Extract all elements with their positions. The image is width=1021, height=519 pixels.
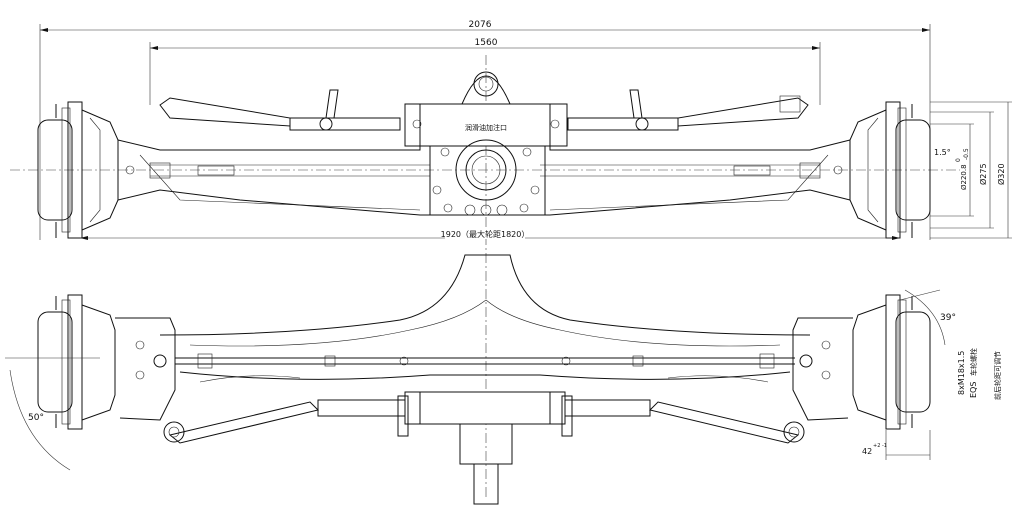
side-note-text: 前后轮距可调节	[993, 351, 1002, 400]
stud-annotations: 8xM18x1.5 EQS 车轮螺栓 前后轮距可调节 42 +2 -1	[862, 348, 1002, 460]
bolt-small-text: Ø220.8	[960, 164, 968, 190]
tie-rod	[135, 340, 831, 380]
central-arch	[159, 254, 811, 336]
steering-cylinder	[163, 391, 805, 505]
plan-view: 50° 39° 8xM18x1.5 EQS 车轮螺栓 前后轮距可调节 42 +2…	[5, 254, 1002, 505]
steer-left-text: 50°	[28, 413, 44, 423]
right-hub-plan	[792, 294, 931, 430]
right-hub	[833, 101, 931, 239]
dim-flange: 1560	[149, 38, 821, 105]
stud-spec-text: 8xM18x1.5	[957, 351, 966, 395]
hub-diameter-text: Ø320	[996, 163, 1006, 185]
dim-flange-text: 1560	[475, 38, 498, 48]
center-housing: 润滑油加注口	[404, 71, 568, 216]
steer-angles: 50° 39°	[5, 289, 956, 471]
dim-overall-text: 2076	[469, 20, 492, 30]
steer-right-text: 39°	[940, 313, 956, 323]
steering-links	[159, 89, 809, 131]
projection-tol-text: +2 -1	[873, 443, 887, 449]
hub-diameters: Ø320 Ø275 Ø220.8 0 -0.5 1.5°	[930, 101, 1012, 239]
bolt-tol-lower: -0.5	[963, 148, 970, 160]
bolt-tol-upper: 0	[955, 158, 962, 162]
bolt-mid-text: Ø275	[978, 163, 988, 185]
top-view: 2076 1560	[10, 20, 1012, 500]
dim-track-text: 1920（最大轮距1820）	[441, 229, 530, 239]
housing-label: 润滑油加注口	[465, 123, 507, 132]
dim-track: 1920（最大轮距1820）	[80, 228, 900, 240]
stud-pos-text: EQS	[969, 382, 978, 398]
stud-note-text: 车轮螺栓	[969, 348, 978, 376]
projection-text: 42	[862, 447, 872, 456]
tilt-text: 1.5°	[934, 148, 951, 157]
left-hub-plan	[37, 294, 176, 430]
left-hub	[37, 101, 135, 239]
